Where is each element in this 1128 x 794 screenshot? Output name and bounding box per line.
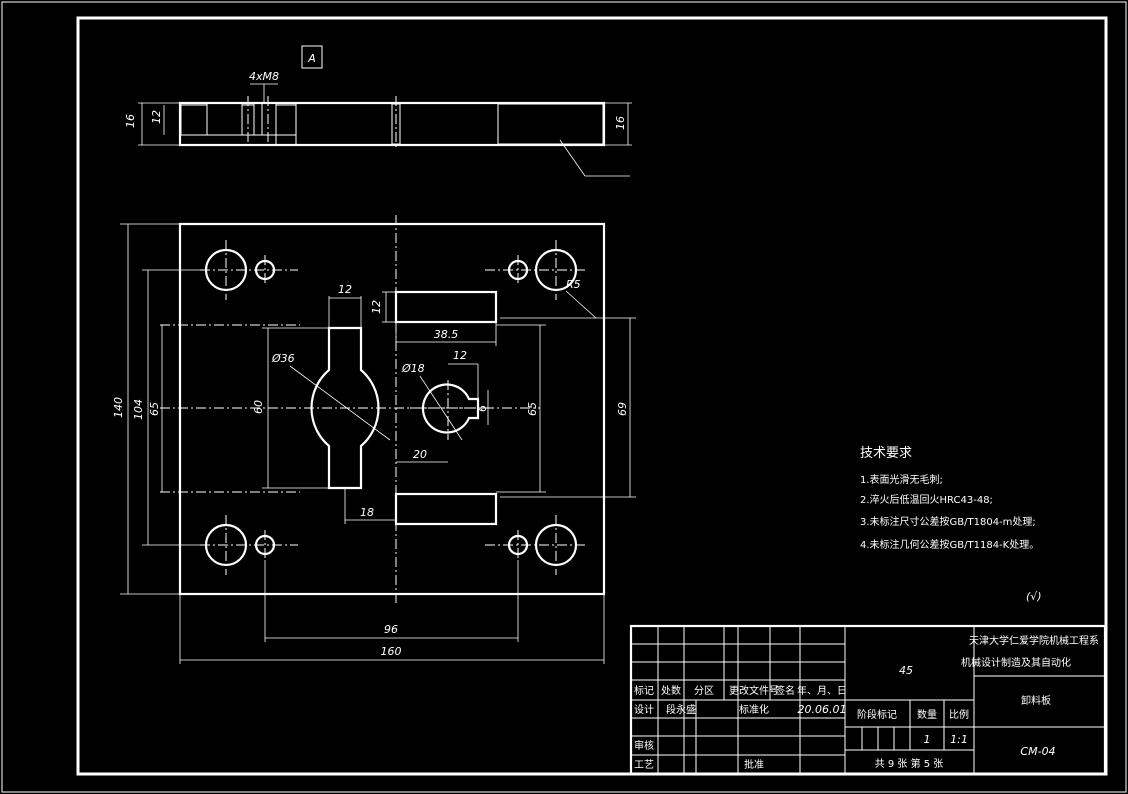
dim-small-key-depth: 6 bbox=[476, 405, 489, 412]
dim-small-circle: Ø18 bbox=[401, 362, 425, 375]
dim-pocket-right: 65 bbox=[526, 402, 539, 416]
tech-requirements: 技术要求 1.表面光滑无毛刺; 2.淬火后低温回火HRC43-48; 3.未标注… bbox=[860, 446, 1039, 551]
rev-header-zone: 分区 bbox=[694, 685, 714, 697]
dim-key-height: 60 bbox=[252, 400, 265, 414]
dim-side-inner: 12 bbox=[150, 110, 163, 124]
view-label-box bbox=[301, 45, 323, 69]
design-date: 20.06.01 bbox=[798, 703, 847, 716]
plate-outline bbox=[178, 222, 606, 596]
drawing-frame bbox=[76, 16, 1108, 776]
stage-label: 阶段标记 bbox=[857, 708, 897, 721]
scale-label: 比例 bbox=[949, 708, 969, 721]
dim-hole-spacing-y: 104 bbox=[132, 399, 145, 420]
small-keyed-opening bbox=[421, 383, 480, 434]
rev-header-date: 年、月、日 bbox=[797, 684, 847, 697]
thread-note: 4xM8 bbox=[249, 70, 279, 83]
review-label: 审核 bbox=[634, 739, 654, 752]
tech-req-item-4: 4.未标注几何公差按GB/T1184-K处理。 bbox=[860, 538, 1039, 551]
approve-label: 批准 bbox=[744, 758, 764, 771]
dim-side-right: 16 bbox=[614, 116, 627, 130]
school-line-1: 天津大学仁爱学院机械工程系 bbox=[969, 634, 1099, 647]
slot-bottom bbox=[394, 492, 498, 526]
part-name: 卸料板 bbox=[1021, 694, 1051, 707]
material: 45 bbox=[899, 664, 913, 677]
tech-req-item-3: 3.未标注尺寸公差按GB/T1804-m处理; bbox=[860, 515, 1036, 528]
dim-circle-offset: 20 bbox=[413, 448, 427, 461]
process-label: 工艺 bbox=[634, 759, 654, 771]
rev-header-count: 处数 bbox=[661, 684, 681, 697]
dim-key-offset-bottom: 18 bbox=[360, 506, 374, 519]
tech-req-title: 技术要求 bbox=[860, 446, 912, 461]
roughness-mark: (√) bbox=[1026, 590, 1042, 603]
dim-small-key-width: 12 bbox=[453, 349, 467, 362]
dim-large-circle: Ø36 bbox=[271, 352, 295, 365]
scale-value: 1:1 bbox=[950, 733, 968, 746]
dim-slot-length: 38.5 bbox=[434, 328, 459, 341]
dim-outer-right: 69 bbox=[616, 402, 629, 416]
school-line-2: 机械设计制造及其自动化 bbox=[961, 656, 1071, 669]
slot-top bbox=[394, 290, 498, 324]
dim-slot-width: 12 bbox=[370, 300, 383, 314]
title-block: 标记 处数 分区 更改文件号 签名 年、月、日 设计 段永盛 标准化 20.06… bbox=[629, 624, 1107, 776]
tech-req-item-2: 2.淬火后低温回火HRC43-48; bbox=[860, 493, 993, 506]
dim-total-height: 140 bbox=[112, 397, 125, 418]
qty-label: 数量 bbox=[917, 708, 937, 721]
view-label-text: A bbox=[307, 52, 316, 65]
dim-key-width: 12 bbox=[338, 283, 352, 296]
standardize-label: 标准化 bbox=[739, 703, 769, 716]
sheet-count: 共 9 张 第 5 张 bbox=[875, 757, 944, 770]
rev-header-mark: 标记 bbox=[634, 685, 654, 697]
dim-corner-radius: R5 bbox=[566, 278, 581, 291]
dim-pocket-left: 65 bbox=[148, 402, 161, 416]
dim-hole-spacing-x: 96 bbox=[384, 623, 398, 636]
rev-header-sign: 签名 bbox=[775, 684, 795, 697]
qty-value: 1 bbox=[924, 733, 931, 746]
rev-header-docno: 更改文件号 bbox=[729, 684, 779, 697]
side-section-view: A 4xM8 16 12 bbox=[124, 45, 632, 177]
large-keyed-opening bbox=[310, 326, 380, 490]
designer-label: 设计 bbox=[634, 703, 654, 716]
tech-req-item-1: 1.表面光滑无毛刺; bbox=[860, 473, 943, 486]
top-plan-view: 140 104 65 60 Ø36 12 12 38.5 Ø18 12 6 20 bbox=[112, 215, 636, 664]
dim-side-left: 16 bbox=[124, 114, 137, 128]
designer-name: 段永盛 bbox=[666, 703, 696, 716]
drawing-number: CM-04 bbox=[1020, 745, 1055, 758]
dim-total-width: 160 bbox=[381, 645, 402, 658]
